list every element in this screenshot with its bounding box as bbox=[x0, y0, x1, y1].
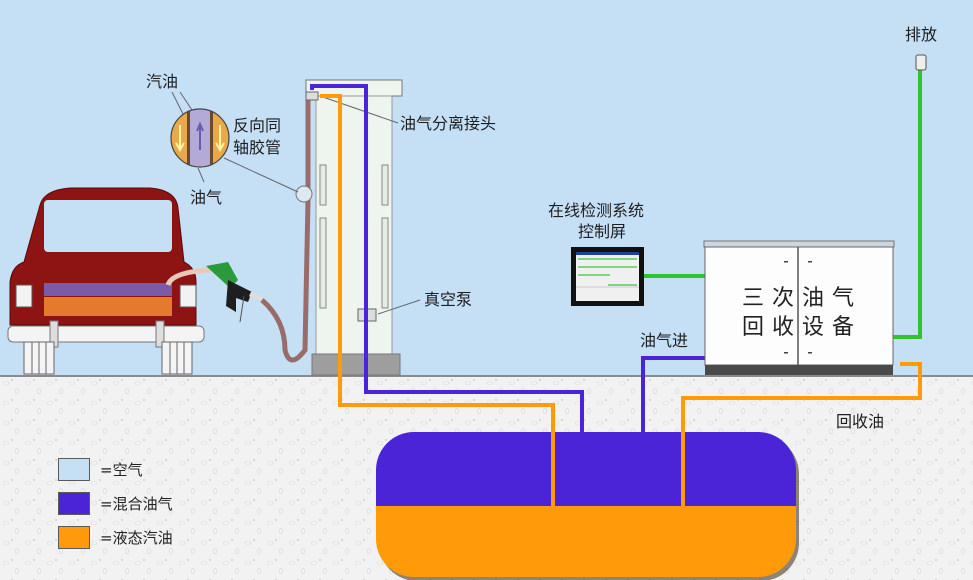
legend-label-liquid-gasoline: =液态汽油 bbox=[100, 528, 173, 547]
recovery-equipment bbox=[703, 240, 895, 375]
label-recovered-oil: 回收油 bbox=[836, 412, 885, 431]
car-bumper bbox=[7, 325, 205, 343]
vapor-return-pipe bbox=[310, 84, 584, 444]
legend-swatch-mixed-vapor bbox=[58, 491, 90, 515]
label-equipment-2: 回收设备 bbox=[742, 315, 863, 340]
exhaust-vent-cap bbox=[915, 54, 927, 71]
coaxial-hose-magnifier-anchor bbox=[295, 185, 313, 203]
legend-item-liquid-gasoline: =液态汽油 bbox=[58, 520, 173, 554]
legend-label-air: =空气 bbox=[100, 460, 143, 479]
legend: =空气 =混合油气 =液态汽油 bbox=[58, 452, 173, 554]
car-wheel-right bbox=[161, 341, 193, 375]
fuel-dispenser bbox=[295, 79, 403, 376]
underground-tank bbox=[376, 432, 799, 580]
legend-item-mixed-vapor: =混合油气 bbox=[58, 486, 173, 520]
car-wheel-left bbox=[23, 341, 55, 375]
coaxial-hose bbox=[260, 100, 311, 363]
label-gasoline: 汽油 bbox=[146, 72, 179, 91]
monitoring-control-screen bbox=[571, 247, 644, 306]
tank-vapor-layer bbox=[376, 432, 796, 506]
recovered-oil-pipe bbox=[681, 362, 922, 520]
vapor-inlet-pipe bbox=[641, 356, 706, 444]
fuel-nozzle bbox=[165, 262, 265, 323]
label-online-monitoring-1: 在线检测系统 bbox=[548, 201, 645, 220]
legend-swatch-air bbox=[58, 457, 90, 481]
exhaust-pipe bbox=[893, 70, 922, 339]
legend-label-mixed-vapor: =混合油气 bbox=[100, 494, 173, 513]
car-rear-window bbox=[44, 200, 172, 252]
label-reverse-coaxial-hose-2: 轴胶管 bbox=[233, 138, 282, 157]
car-tank-fuel bbox=[44, 297, 172, 316]
label-exhaust: 排放 bbox=[905, 25, 938, 44]
label-vacuum-pump: 真空泵 bbox=[424, 290, 473, 309]
coaxial-hose-magnifier bbox=[170, 108, 230, 168]
label-vapor-inlet: 油气进 bbox=[640, 331, 689, 350]
legend-swatch-liquid-gasoline bbox=[58, 525, 90, 549]
label-reverse-coaxial-hose-1: 反向同 bbox=[233, 116, 282, 135]
car-tank-vapor bbox=[44, 283, 172, 296]
label-vapor-separation-joint: 油气分离接头 bbox=[400, 114, 497, 133]
label-equipment-1: 三次油气 bbox=[742, 286, 863, 311]
car bbox=[7, 187, 205, 375]
tank-liquid-layer bbox=[376, 506, 796, 577]
label-online-monitoring-2: 控制屏 bbox=[578, 222, 627, 241]
legend-item-air: =空气 bbox=[58, 452, 173, 486]
label-vapor: 油气 bbox=[190, 188, 223, 207]
callout-lines bbox=[171, 91, 421, 315]
